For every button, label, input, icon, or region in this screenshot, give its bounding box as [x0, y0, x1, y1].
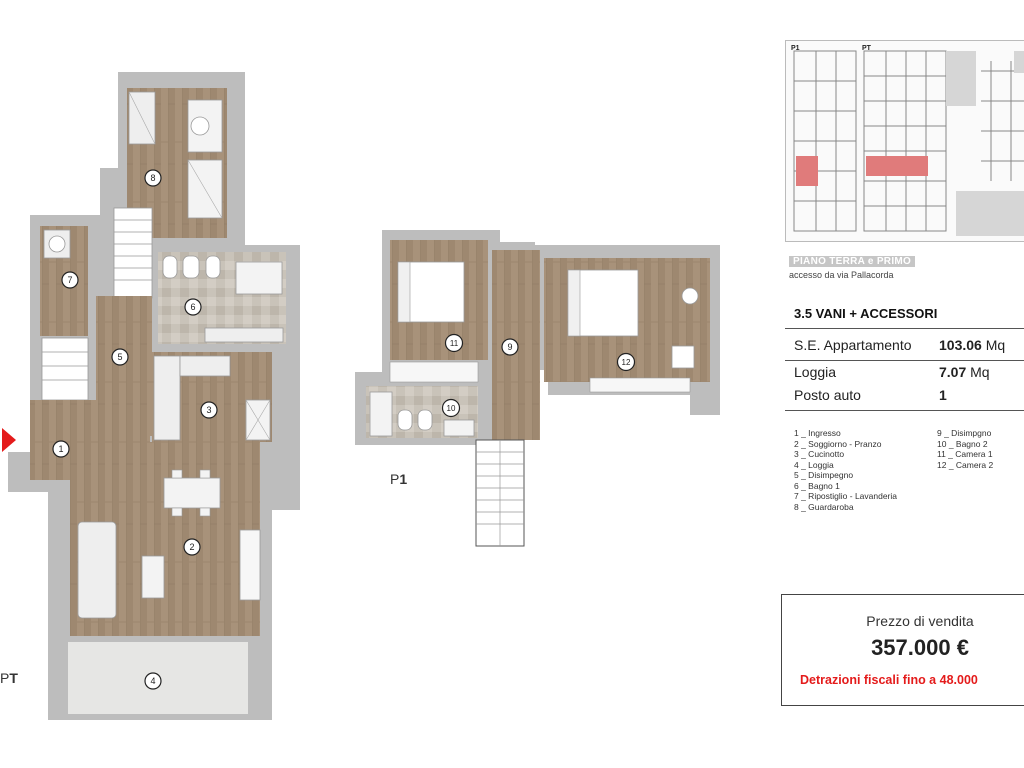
room-number: 10: [447, 404, 456, 413]
divider: [785, 360, 1024, 361]
spec-unit: Mq: [970, 364, 990, 380]
legend-item: 4 _ Loggia: [794, 459, 834, 470]
price-value: 357.000 €: [871, 635, 969, 660]
room-number: 11: [450, 339, 459, 348]
room-marker-7: 7: [61, 271, 79, 289]
divider: [785, 328, 1024, 329]
spec-label: Loggia: [794, 364, 837, 380]
legend-item: 2 _ Soggiorno - Pranzo: [794, 438, 882, 449]
price-box: Prezzo di vendita 357.000 € Detrazioni f…: [781, 594, 1024, 706]
room-marker-10: 10: [441, 398, 461, 418]
level-p1: [355, 230, 720, 547]
room-marker-3: 3: [200, 401, 218, 419]
p1-stairs: [475, 439, 525, 547]
pt-stairs: [113, 207, 153, 299]
unit-highlight-pt: [866, 156, 928, 176]
coffee-table: [141, 555, 165, 599]
room-marker-1: 1: [52, 440, 70, 458]
spec-row-loggia: Loggia 7.07 Mq: [794, 364, 1024, 380]
legend-item: 7 _ Ripostiglio - Lavanderia: [794, 491, 898, 501]
location-minimap: P1 PT: [785, 40, 1024, 242]
room-markers: 1 2 3 4 5 6 7 8 9 10 11 12: [52, 169, 636, 690]
spec-value: 1: [939, 387, 947, 403]
room-marker-11: 11: [444, 333, 464, 353]
room-legend-right: 9 _ Disimpgno 10 _ Bagno 2 11 _ Camera 1…: [937, 428, 993, 470]
legend-item: 10 _ Bagno 2: [937, 438, 988, 449]
room-number: 1: [58, 444, 63, 454]
spec-row-area: S.E. Appartamento 103.06 Mq: [794, 337, 1024, 353]
spec-label: S.E. Appartamento: [794, 337, 912, 353]
unit-highlight-p1: [796, 156, 818, 186]
room-number: 2: [189, 542, 194, 552]
legend-item: 3 _ Cucinotto: [794, 449, 845, 459]
room-marker-9: 9: [501, 338, 519, 356]
legend-item: 1 _ Ingresso: [794, 428, 841, 438]
spec-value: 7.07: [939, 364, 967, 380]
legend-item: 9 _ Disimpgno: [937, 428, 992, 438]
room-legend-left: 1 _ Ingresso 2 _ Soggiorno - Pranzo 3 _ …: [794, 428, 897, 512]
tax-deduction-note: Detrazioni fiscali fino a 48.000: [800, 673, 978, 687]
legend-item: 8 _ Guardaroba: [794, 501, 854, 512]
spec-value: 103.06: [939, 337, 982, 353]
room-number: 3: [206, 405, 211, 415]
divider: [785, 410, 1024, 411]
entry-arrow: [2, 428, 16, 452]
level-label-pt: PT: [0, 670, 18, 686]
room-marker-6: 6: [184, 298, 202, 316]
legend-item: 6 _ Bagno 1: [794, 480, 840, 491]
legend-item: 11 _ Camera 1: [937, 449, 993, 459]
room-marker-4: 4: [144, 672, 162, 690]
room-marker-8: 8: [144, 169, 162, 187]
legend-item: 12 _ Camera 2: [937, 459, 994, 470]
room-number: 12: [622, 358, 631, 367]
legend-item: 5 _ Disimpegno: [794, 470, 854, 480]
level-pt: [2, 72, 300, 720]
minimap-label-pt: PT: [862, 45, 872, 52]
unit-title: 3.5 VANI + ACCESSORI: [794, 306, 938, 321]
spec-label: Posto auto: [794, 387, 861, 403]
level-label-p1: P1: [390, 471, 408, 487]
sofa: [77, 521, 117, 619]
access-note: accesso da via Pallacorda: [789, 270, 894, 280]
room-number: 6: [190, 302, 195, 312]
price-label: Prezzo di vendita: [866, 613, 974, 629]
spec-unit: Mq: [985, 337, 1006, 353]
dining-table: [163, 477, 221, 509]
room-marker-12: 12: [616, 352, 636, 372]
room-number: 9: [507, 342, 512, 352]
spec-row-parking: Posto auto 1: [794, 387, 1024, 403]
floor-plan: 1 2 3 4 5 6 7 8 9 10 11 12: [2, 72, 720, 720]
minimap-label-p1: P1: [791, 45, 800, 52]
room-number: 4: [150, 676, 155, 686]
room-number: 5: [117, 352, 122, 362]
room-marker-2: 2: [183, 538, 201, 556]
floors-tag: PIANO TERRA e PRIMO: [789, 256, 916, 267]
room-number: 8: [150, 173, 155, 183]
room-number: 7: [67, 275, 72, 285]
room-marker-5: 5: [111, 348, 129, 366]
